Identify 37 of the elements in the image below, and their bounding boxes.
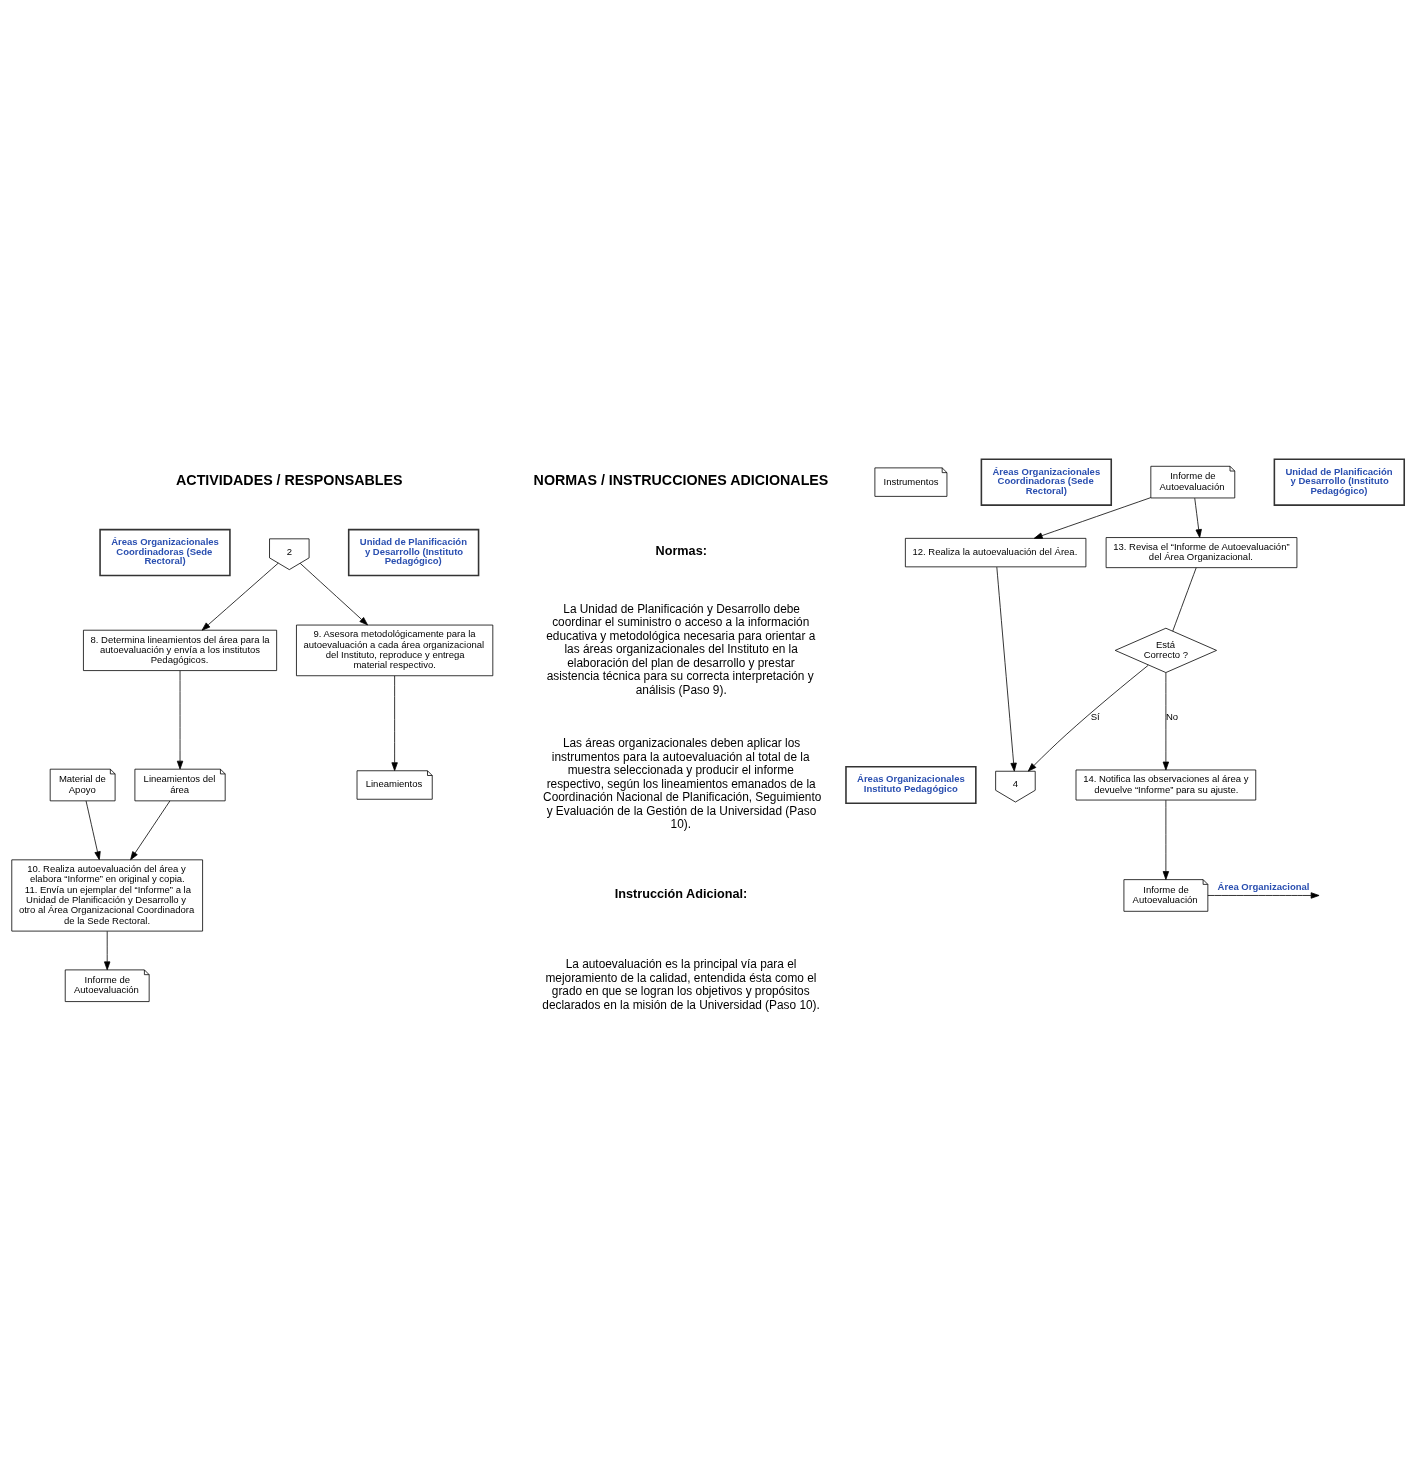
label: ACTIVIDADES / RESPONSABLES [176, 471, 403, 488]
label: Normas: [655, 543, 707, 558]
arrow [176, 669, 184, 769]
node-box: 8. Determina lineamientos del área para la autoevaluación y envía a los institutos Pedagógicos. [83, 629, 278, 671]
edge-label: No [1165, 710, 1179, 722]
node-box: Áreas Organizacionales Coordinadoras (Sede Rectoral) [980, 457, 1113, 506]
node-box: 10. Realiza autoevaluación del área y elabora “Informe” en original y copia. 11. Envía un ejemplar del “Informe” a la Unidad de Planificación y Desarrollo y otro al Área Organizacional Coordinadora de la Sede Rectoral. [11, 858, 203, 931]
label: Instrucción Adicional: [614, 886, 748, 901]
node-box: 12. Realiza la autoevaluación del Área. [904, 537, 1087, 567]
arrow [85, 800, 101, 860]
node-box: 13. Revisa el “Informe de Autoevaluación” del Área Organizacional. [1105, 536, 1298, 568]
node-diamond: Está Correcto ? [1114, 627, 1217, 673]
arrow [130, 800, 171, 860]
arrow [1027, 664, 1149, 771]
label: La autoevaluación es la principal vía para el mejoramiento de la calidad, entendida ésta como el grado en que se logran los objetivos y propósitos declarados en la misión de la Universidad (Paso 10). [542, 956, 820, 1012]
arrow [299, 562, 368, 625]
arrow [1162, 799, 1170, 880]
label: NORMAS / INSTRUCCIONES ADICIONALES [533, 471, 829, 488]
arrow [1033, 496, 1152, 539]
arrow [996, 566, 1017, 771]
arrow [391, 675, 398, 771]
arrow [1207, 891, 1320, 899]
label: Las áreas organizacionales deben aplicar los instrumentos para la autoevaluación al total de la muestra seleccionada y producir el informe respectivo, según los lineamientos emanados de la Coordinación Nacional de Planificación, Seguimiento y Evaluación de la Gestión de la Universidad (Paso 10). [543, 735, 822, 831]
arrow [201, 562, 279, 631]
arrow [1162, 671, 1170, 770]
arrow [104, 930, 111, 970]
label: La Unidad de Planificación y Desarrollo debe coordinar el suministro o acceso a la información educativa y metodológica necesaria para orientar a las áreas organizacionales del Instituto en la elaboración del plan de desarrollo y prestar asistencia técnica para su correcta interpretación y análisis (Paso 9). [546, 601, 816, 697]
node-box: 9. Asesora metodológicamente para la autoevaluación a cada área organizacional del Instituto, reproduce y entrega material respectivo. [296, 624, 494, 676]
node-box: Unidad de Planificación y Desarrollo (Instituto Pedagógico) [347, 528, 480, 576]
edge-label: Área Organizacional [1217, 880, 1310, 892]
arrow [1194, 497, 1202, 538]
node-box: Áreas Organizacionales Instituto Pedagógico [845, 765, 977, 804]
node-box: Unidad de Planificación y Desarrollo (Instituto Pedagógico) [1273, 457, 1405, 506]
node-box: 14. Notifica las observaciones al área y devuelve “Informe” para su ajuste. [1075, 769, 1257, 800]
node-box: Áreas Organizacionales Coordinadoras (Sede Rectoral) [99, 528, 231, 576]
edge-label: Sí [1090, 710, 1100, 722]
connector [1172, 566, 1197, 632]
